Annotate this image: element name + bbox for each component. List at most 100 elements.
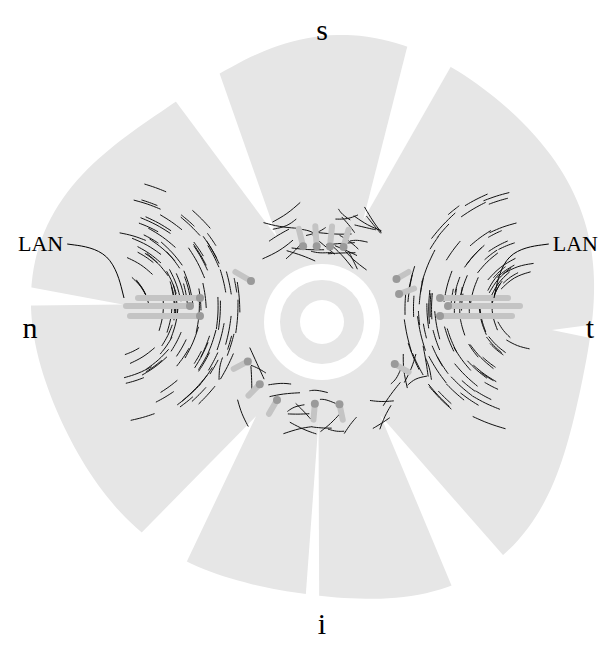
radial-cut	[380, 415, 513, 600]
cell-body	[339, 243, 347, 251]
nerve-fiber	[290, 422, 317, 434]
nerve-fiber	[220, 354, 233, 380]
nerve-fiber	[470, 344, 493, 368]
nerve-fiber	[328, 253, 356, 254]
axon-bundle	[126, 303, 190, 309]
nerve-fiber	[146, 349, 168, 369]
cell-body	[444, 302, 452, 310]
nerve-fiber	[419, 281, 422, 304]
nerve-fiber	[130, 348, 155, 364]
nerve-fiber	[446, 241, 460, 260]
nerve-fiber	[144, 235, 159, 243]
central-area	[264, 264, 380, 380]
nerve-fiber	[423, 324, 426, 339]
radial-cut	[552, 319, 616, 346]
nerve-fiber	[226, 316, 231, 345]
nerve-fiber	[219, 358, 222, 380]
nerve-fiber	[466, 248, 482, 265]
nerve-fiber	[194, 242, 204, 256]
nerve-fiber	[488, 231, 501, 238]
nerve-fiber	[413, 296, 414, 317]
nerve-fiber	[320, 399, 336, 403]
nerve-fiber	[181, 215, 194, 226]
nerve-fiber	[268, 383, 291, 384]
nerve-fiber	[462, 381, 475, 392]
nerve-fiber	[142, 357, 167, 375]
nerve-fiber	[120, 233, 146, 241]
nerve-fiber	[192, 387, 206, 401]
nerve-fiber	[309, 390, 327, 392]
nerve-fiber	[338, 209, 350, 220]
cell-body	[392, 275, 400, 283]
nerve-fiber	[365, 207, 382, 233]
nerve-fiber	[422, 250, 435, 282]
nerve-fiber	[470, 231, 491, 246]
cell-body	[313, 242, 321, 250]
nerve-fiber	[464, 245, 484, 267]
nerve-fiber	[287, 405, 304, 412]
cell-body	[256, 380, 264, 388]
nerve-fiber	[125, 348, 139, 355]
nerve-fiber	[199, 353, 210, 372]
nerve-fiber	[160, 215, 182, 230]
nerve-fiber	[210, 360, 218, 374]
cell-body	[186, 302, 194, 310]
nerve-fiber	[489, 198, 508, 204]
nerve-fiber	[177, 348, 190, 366]
cell-body	[335, 400, 343, 408]
radial-cut	[149, 35, 278, 239]
nerve-fiber	[469, 344, 479, 357]
nerve-fiber	[203, 236, 216, 258]
region-label: LAN	[553, 233, 598, 255]
nerve-fiber	[185, 327, 198, 358]
orientation-label: i	[318, 609, 326, 639]
nerve-fiber	[473, 416, 506, 428]
nerve-fiber	[490, 223, 517, 233]
leader-line	[494, 244, 549, 298]
nerve-fiber	[408, 376, 427, 385]
nerve-fiber	[126, 378, 144, 384]
optic-disc	[300, 300, 344, 344]
nerve-fiber	[437, 224, 449, 238]
nerve-fiber	[454, 347, 471, 370]
nerve-fiber	[350, 240, 368, 242]
nerve-fiber	[446, 384, 464, 400]
nerve-fiber	[208, 245, 219, 267]
nerve-fiber	[192, 210, 210, 228]
axon-bundle	[440, 313, 512, 319]
nerve-fiber	[312, 427, 331, 428]
nerve-fiber	[490, 344, 503, 355]
nerve-fiber	[132, 277, 147, 297]
cell-body	[196, 294, 204, 302]
nerve-fibers	[120, 184, 534, 434]
nerve-fiber	[431, 213, 455, 239]
nerve-fiber	[238, 400, 249, 427]
nerve-fiber	[344, 417, 356, 433]
cell-body	[244, 357, 252, 365]
nerve-fiber	[270, 393, 300, 397]
nerve-fiber	[320, 413, 340, 432]
nerve-fiber	[208, 352, 217, 370]
axon-bundles	[126, 226, 520, 420]
nerve-fiber	[311, 251, 332, 253]
cell-body	[436, 312, 444, 320]
nerve-fiber	[234, 278, 237, 292]
nerve-fiber	[139, 223, 158, 232]
nerve-fiber	[167, 271, 177, 293]
nerve-fiber	[161, 242, 182, 265]
nerve-fiber	[194, 246, 208, 270]
nerve-fiber	[207, 330, 216, 355]
nerve-fiber	[262, 240, 293, 259]
nerve-fiber	[454, 289, 456, 315]
nerve-fiber	[342, 248, 366, 270]
nerve-fiber	[506, 340, 529, 349]
radial-cut	[12, 284, 122, 306]
nerve-fiber	[418, 316, 426, 350]
nerve-fiber	[455, 364, 478, 387]
nerve-fiber	[218, 301, 220, 330]
nerve-fiber	[461, 202, 486, 217]
nerve-fiber	[391, 370, 401, 384]
nerve-fiber	[144, 184, 166, 192]
nerve-fiber	[145, 253, 157, 263]
nerve-fiber	[198, 354, 207, 370]
